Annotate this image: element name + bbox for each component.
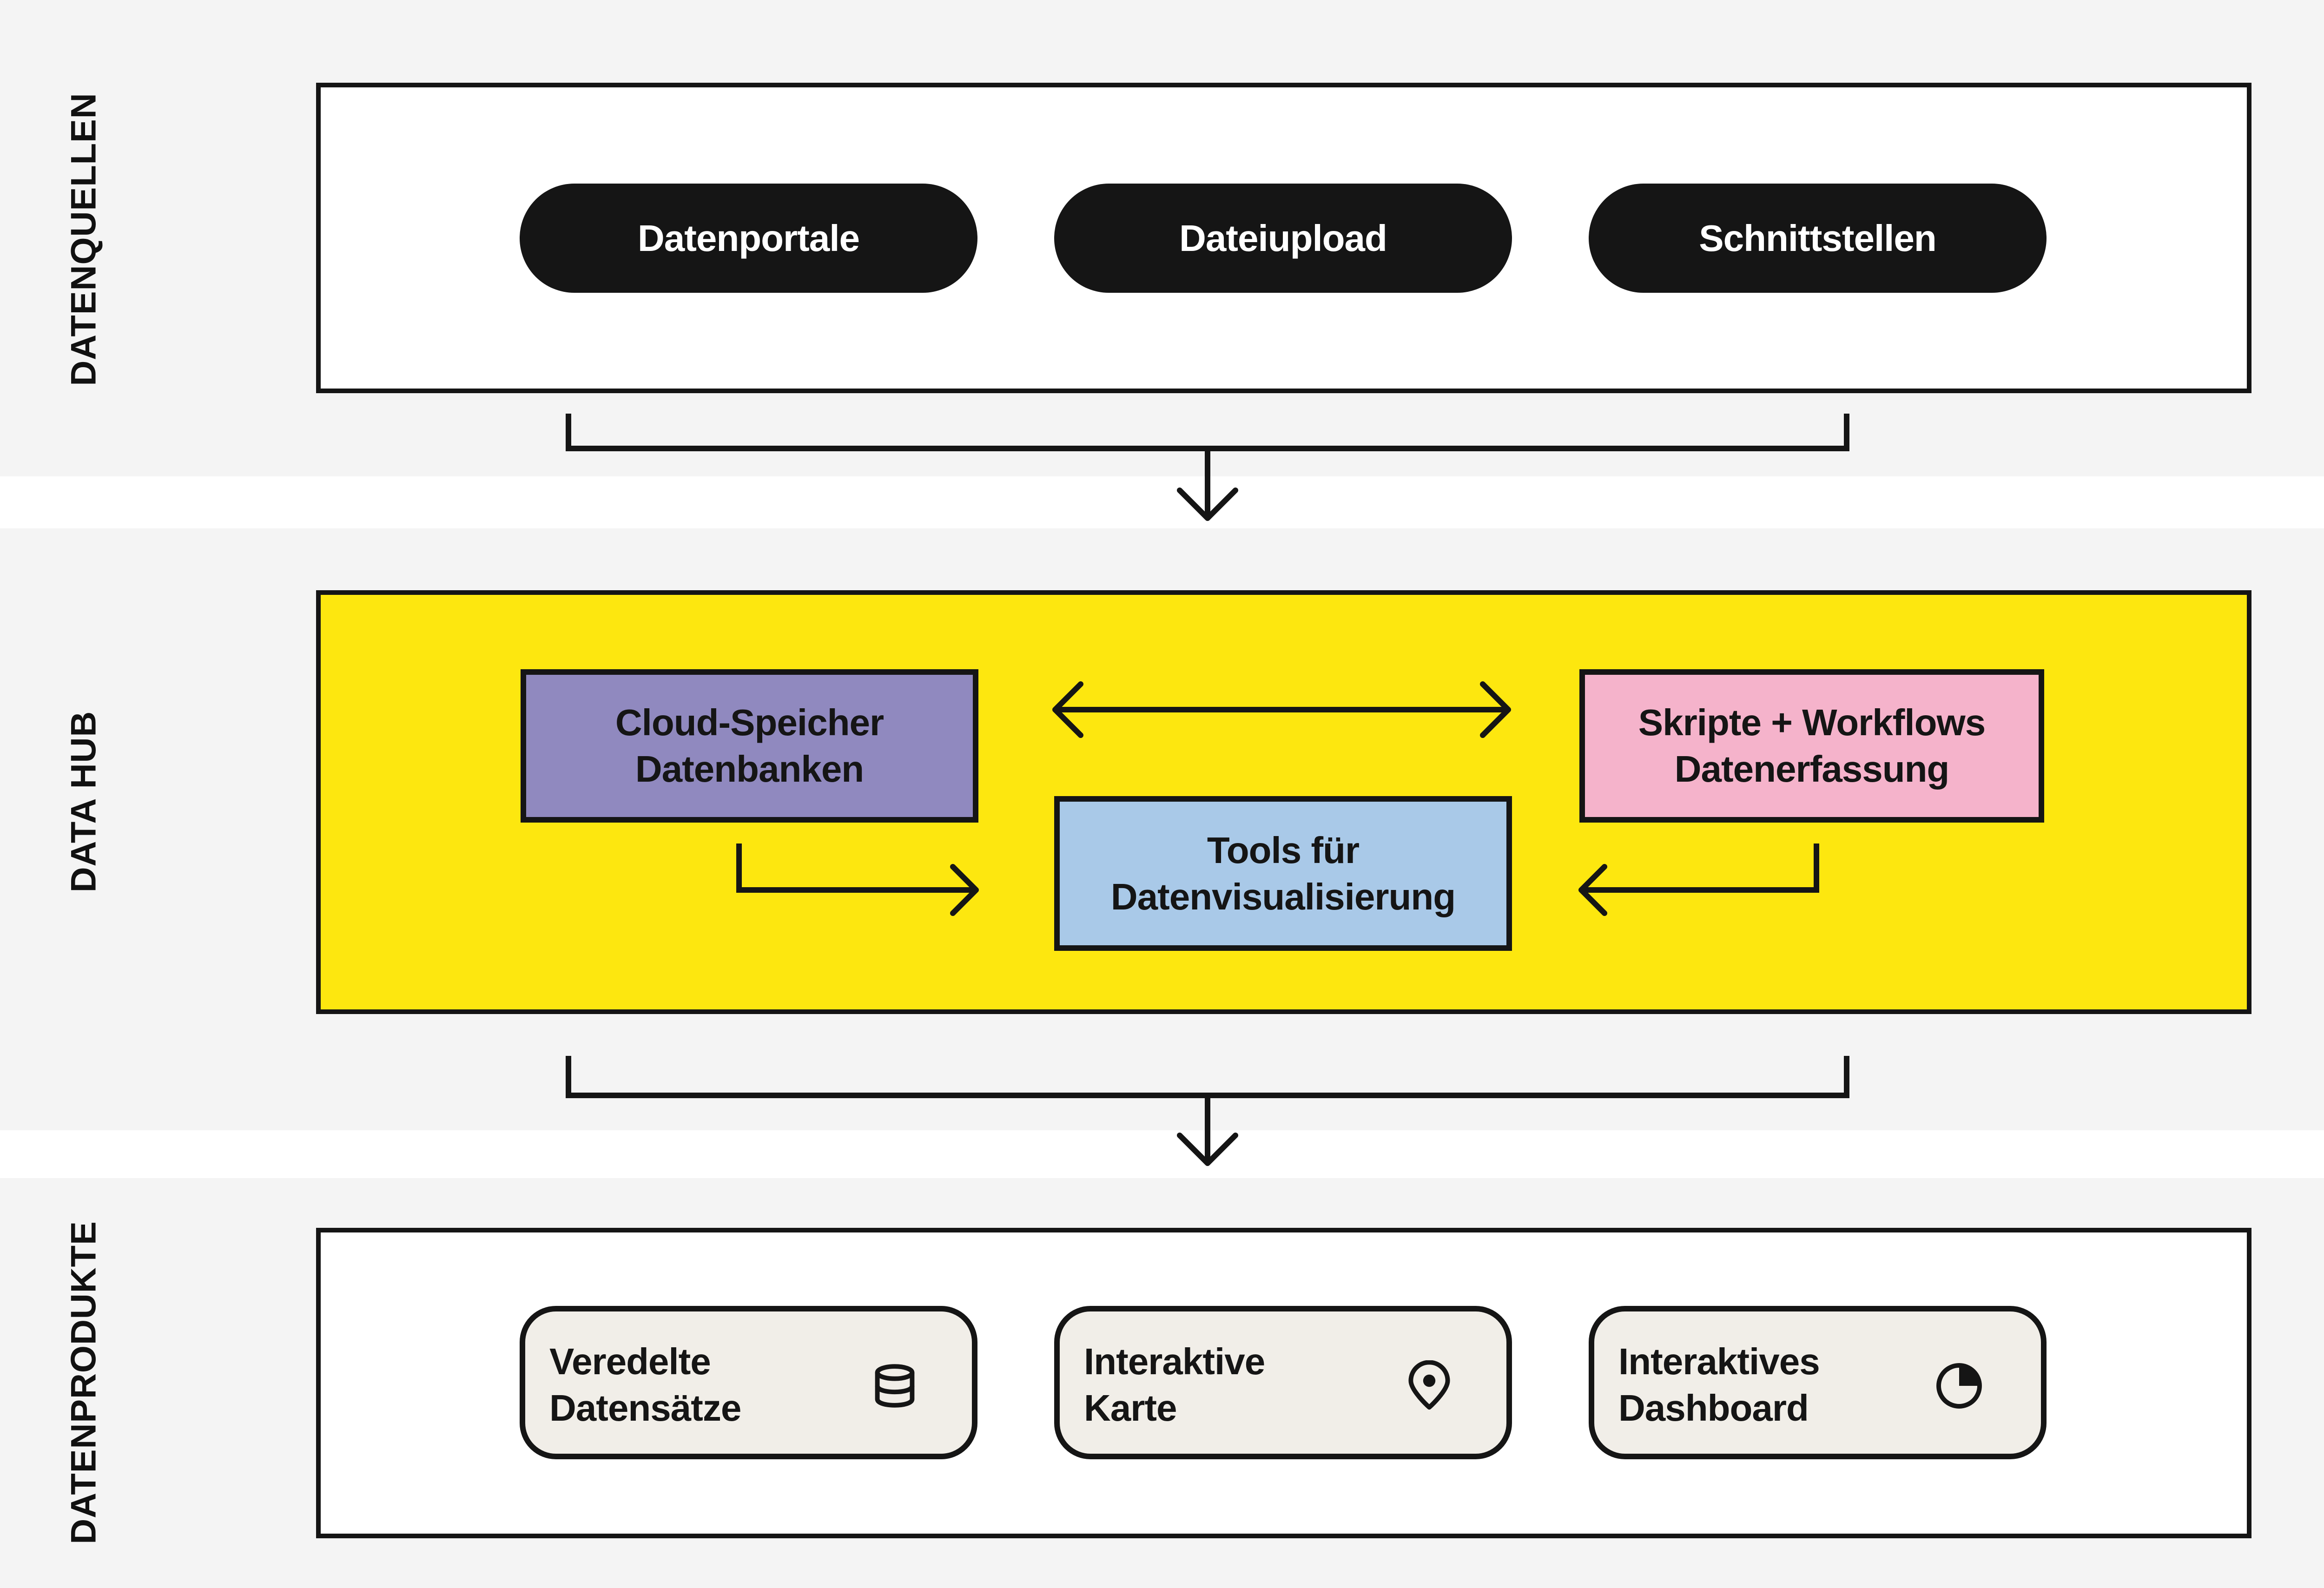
visualization-tools-line2: Datenvisualisierung <box>1110 876 1456 917</box>
double-arrow-head-right <box>1480 681 1511 738</box>
double-arrow-head-left <box>1052 681 1083 738</box>
product-card-map-line1: Interaktive <box>1084 1341 1265 1382</box>
product-card-datasets-line1: Veredelte <box>549 1341 711 1382</box>
product-card-datasets-line2: Datensätze <box>549 1387 741 1429</box>
cloud-storage-line1: Cloud-Speicher <box>615 702 884 743</box>
source-pill-schnittstellen[interactable]: Schnittstellen <box>1589 184 2047 293</box>
product-card-dashboard-line2: Dashboard <box>1618 1387 1809 1429</box>
cloud-storage-line2: Datenbanken <box>635 748 864 790</box>
scripts-workflows-box[interactable]: Skripte + Workflows Datenerfassung <box>1579 669 2044 823</box>
visualization-tools-line1: Tools für <box>1207 829 1360 871</box>
scripts-workflows-line2: Datenerfassung <box>1674 748 1950 790</box>
cloud-storage-box[interactable]: Cloud-Speicher Datenbanken <box>521 669 978 823</box>
scripts-workflows-line1: Skripte + Workflows <box>1638 702 1986 743</box>
map-pin-icon <box>1408 1360 1450 1410</box>
product-card-map[interactable]: Interaktive Karte <box>1054 1306 1512 1459</box>
source-pill-datenportale[interactable]: Datenportale <box>520 184 977 293</box>
visualization-tools-box[interactable]: Tools für Datenvisualisierung <box>1054 796 1512 951</box>
pie-chart-icon <box>1936 1363 1982 1409</box>
sources-bracket <box>566 414 1849 451</box>
hub-bracket <box>566 1056 1849 1098</box>
database-icon <box>875 1364 915 1408</box>
product-card-datasets[interactable]: Veredelte Datensätze <box>520 1306 977 1459</box>
cloud-to-tools-arrow-head <box>950 864 979 916</box>
hub-down-arrow-head <box>1177 1133 1238 1166</box>
sources-down-arrow-head <box>1177 488 1238 521</box>
product-card-dashboard[interactable]: Interaktives Dashboard <box>1589 1306 2047 1459</box>
source-pill-dateiupload[interactable]: Dateiupload <box>1054 184 1512 293</box>
product-card-dashboard-line1: Interaktives <box>1618 1341 1820 1382</box>
scripts-to-tools-arrow <box>1581 843 1819 893</box>
product-card-map-line2: Karte <box>1084 1387 1177 1429</box>
cloud-to-tools-arrow <box>736 843 976 893</box>
scripts-to-tools-arrow-head <box>1578 864 1607 916</box>
